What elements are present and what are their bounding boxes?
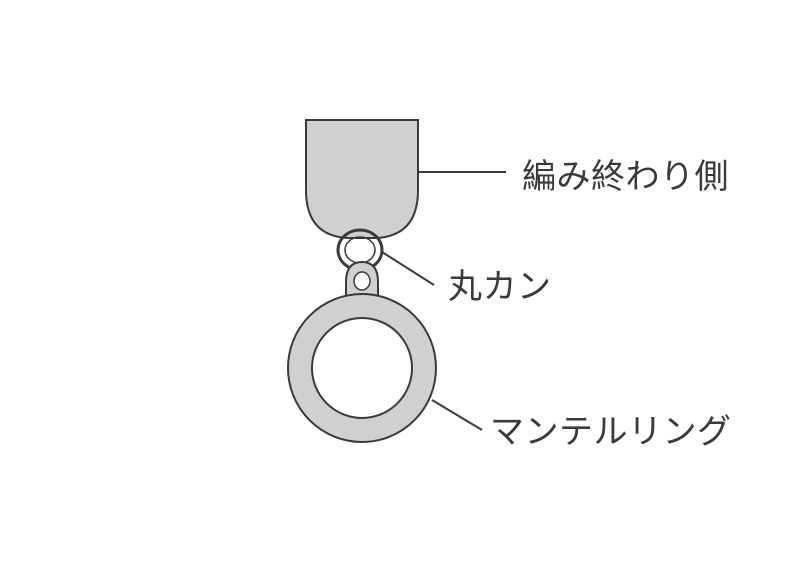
label-knit-end-side: 編み終わり側: [522, 157, 729, 197]
label-mantel-ring: マンテルリング: [490, 412, 732, 452]
knit-end-cord: [305, 119, 419, 239]
jump-ring-inner: [344, 236, 376, 264]
mantel-ring-inner: [311, 317, 413, 419]
leader-line-mantel-ring: [431, 399, 483, 431]
mantel-ring-loop-hole: [353, 271, 371, 291]
leader-line-jump-ring: [381, 251, 435, 286]
label-jump-ring: 丸カン: [448, 267, 552, 307]
